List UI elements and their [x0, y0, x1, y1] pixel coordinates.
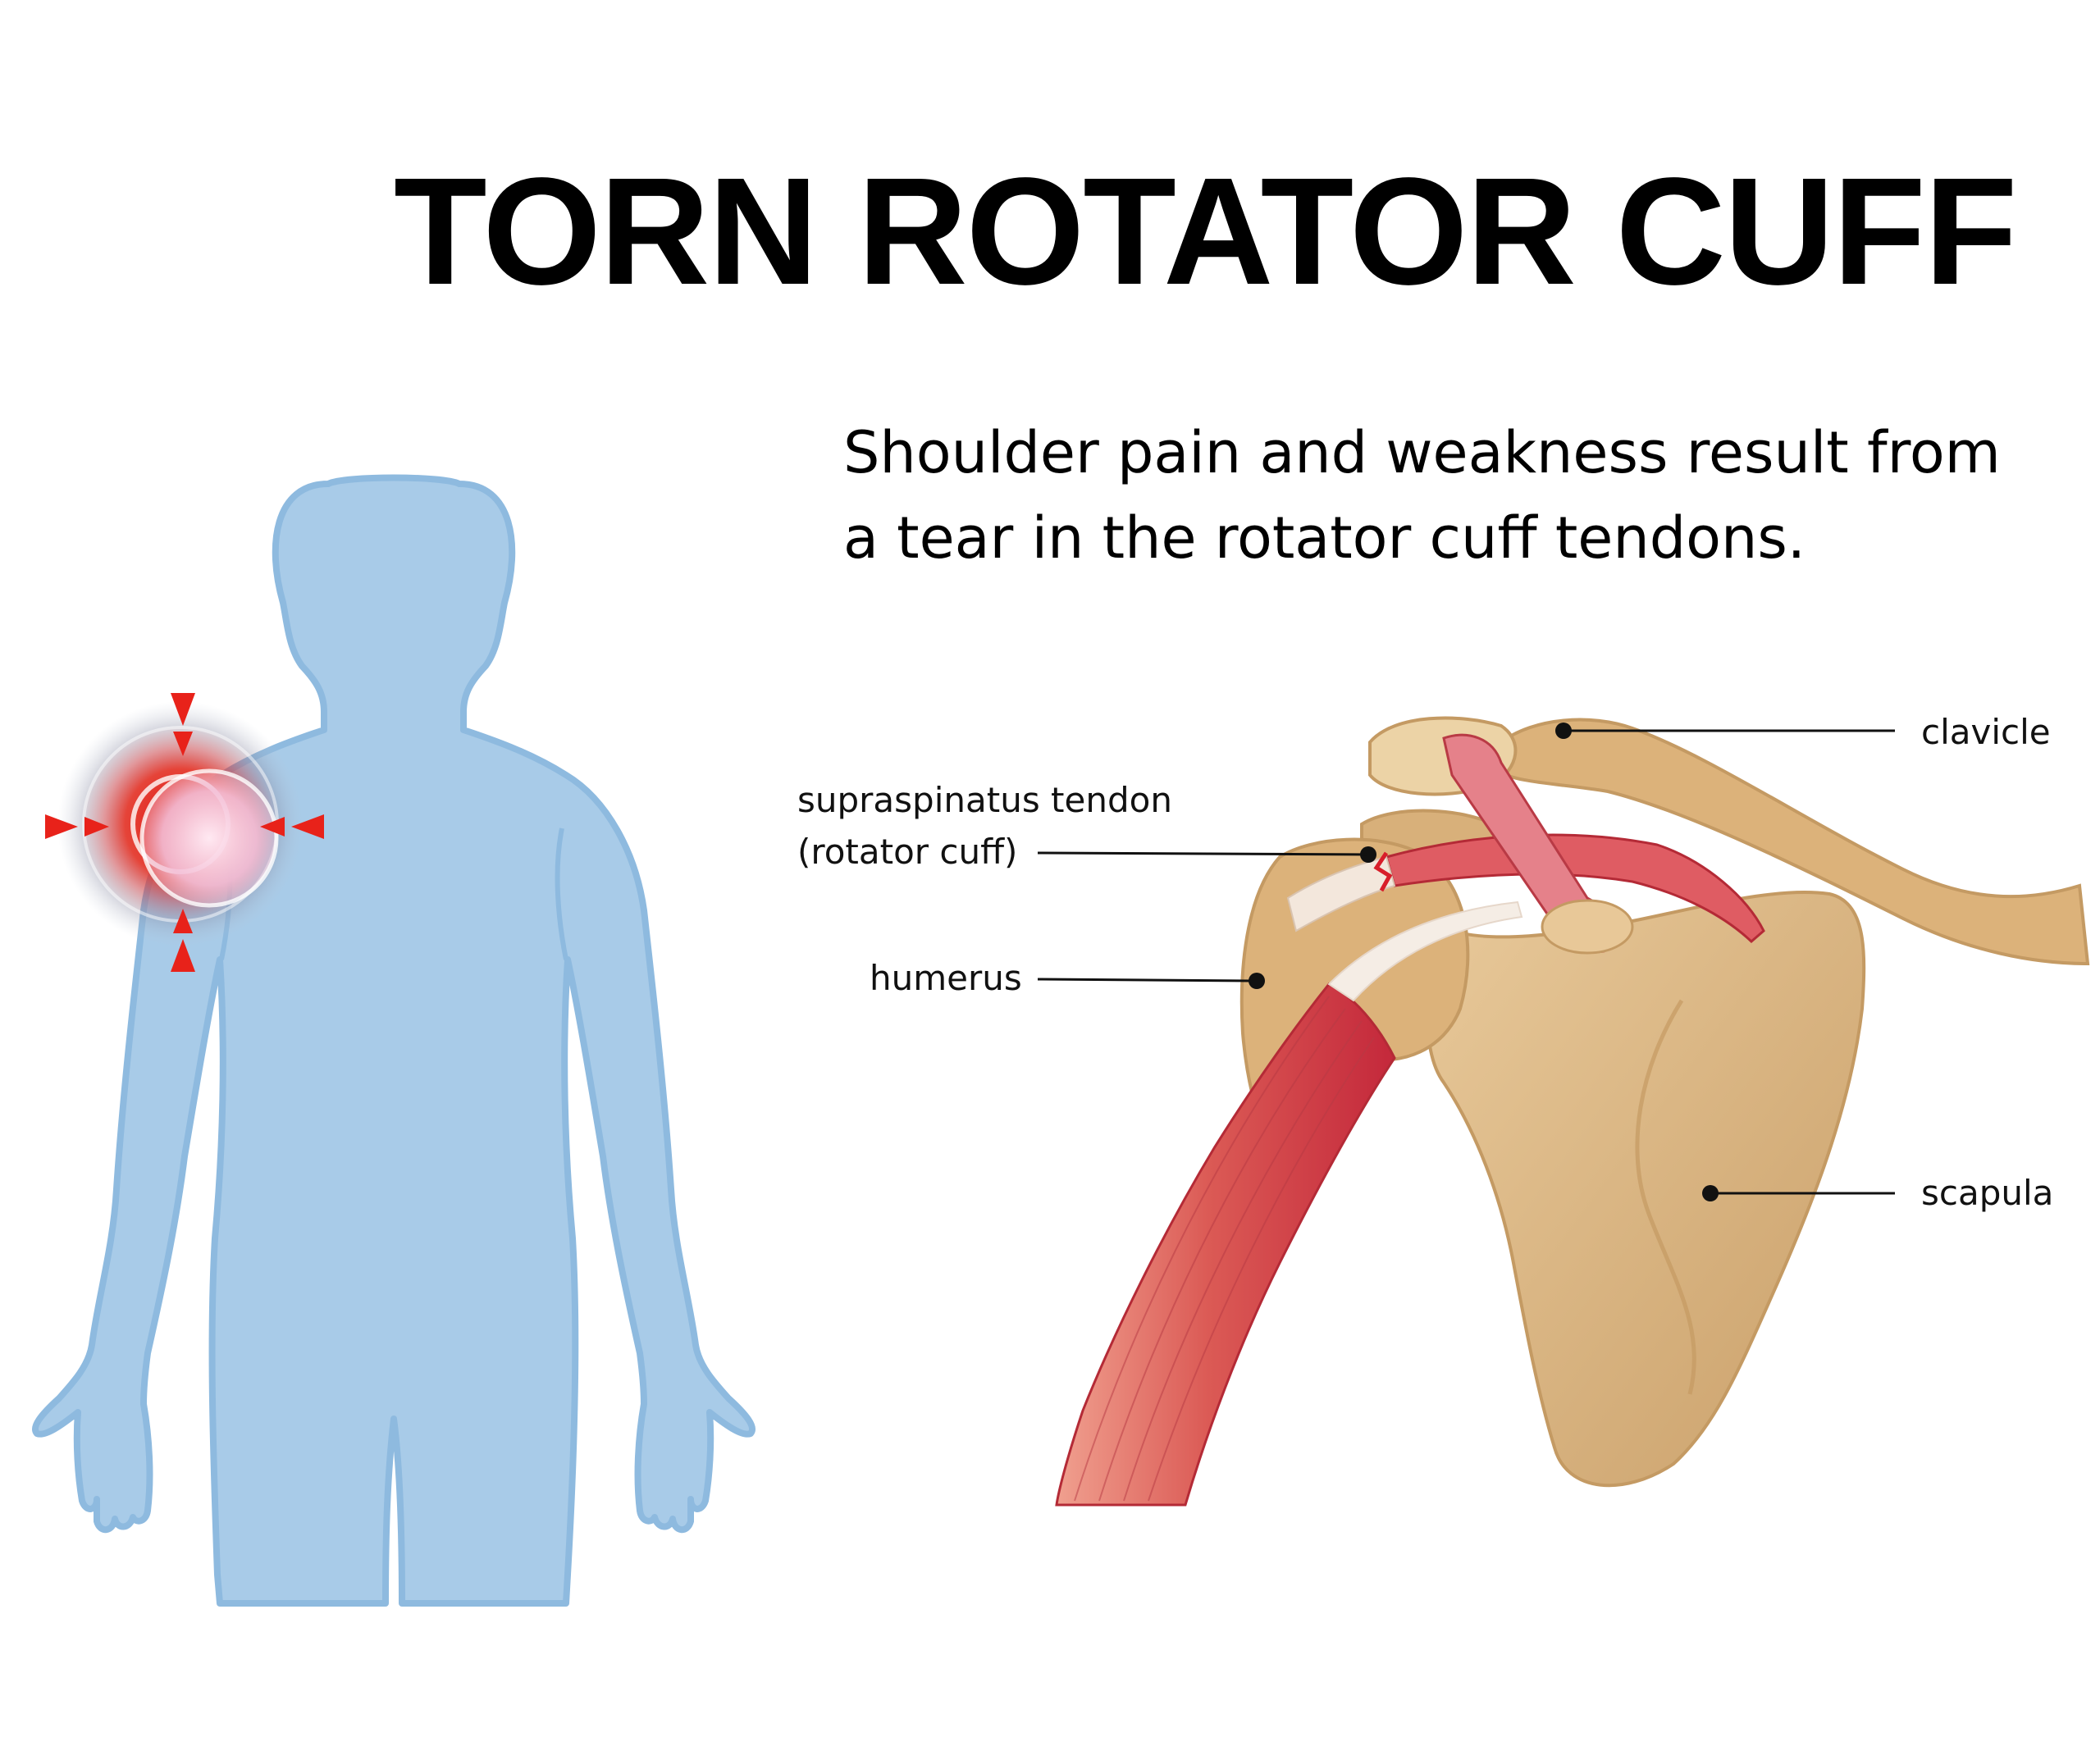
shoulder-anatomy — [1037, 716, 2090, 1507]
scapula-ridge — [1635, 999, 1696, 1395]
shoulder-pain-indicator — [45, 693, 324, 972]
muscle-fibers — [1074, 996, 1375, 1502]
body-contour-right — [555, 827, 568, 960]
subtitle-line-2: a tear in the rotator cuff tendons. — [843, 504, 1806, 572]
pain-spot — [139, 768, 279, 908]
page-title: TORN ROTATOR CUFF — [394, 147, 2017, 317]
pain-arrow-left-inner — [84, 817, 109, 837]
supraspinatus-tendon-torn — [1286, 855, 1396, 932]
scapula-bone — [1426, 891, 1866, 1488]
body-silhouette — [32, 474, 756, 1607]
biceps-tendon — [1327, 900, 1523, 1002]
tear-marker — [1373, 851, 1393, 892]
pain-arrow-top-outer — [171, 693, 195, 726]
clavicle-bone — [1495, 718, 2090, 966]
human-body — [32, 474, 756, 1607]
subtitle-line-1: Shoulder pain and weakness result from — [843, 419, 2001, 486]
ligament-attachment — [1541, 899, 1634, 955]
supraspinatus-leader-line — [1037, 851, 1369, 856]
label-supraspinatus-line-2: (rotator cuff) — [797, 832, 1018, 872]
label-clavicle: clavicle — [1921, 712, 2051, 752]
humerus-leader-line — [1037, 978, 1258, 982]
pain-arrow-top-inner — [173, 732, 193, 756]
pain-arrow-bottom-outer — [171, 939, 195, 972]
pain-arrow-right-inner — [260, 817, 285, 837]
label-supraspinatus-line-1: supraspinatus tendon — [797, 780, 1172, 820]
label-humerus: humerus — [870, 958, 1022, 998]
biceps-muscle — [1055, 982, 1396, 1507]
subtitle: Shoulder pain and weakness result from a… — [843, 410, 2057, 581]
label-scapula: scapula — [1921, 1173, 2054, 1213]
pain-arrow-right-outer — [291, 814, 324, 839]
pain-arrow-bottom-inner — [173, 909, 193, 933]
pain-arrow-left-outer — [45, 814, 78, 839]
